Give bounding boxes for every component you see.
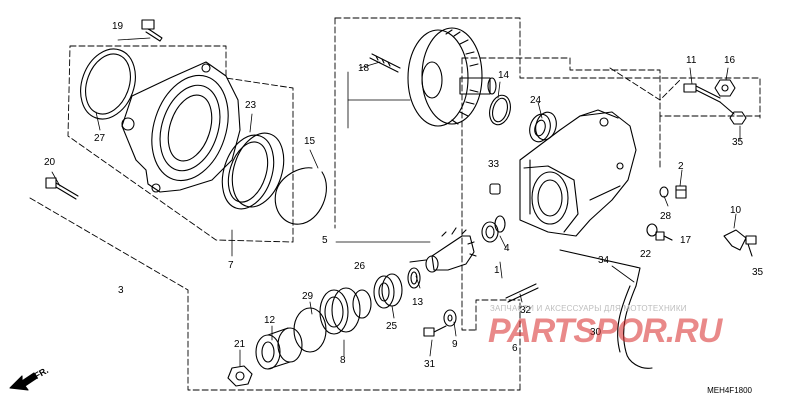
callout-26: 26: [354, 261, 366, 272]
ring-26: [407, 267, 421, 289]
callout-12: 12: [264, 315, 276, 326]
bolt-35-lower: [745, 235, 757, 257]
callout-11: 11: [686, 55, 697, 66]
callout-23: 23: [245, 100, 257, 111]
washer-28: [659, 186, 669, 198]
callout-8: 8: [340, 355, 346, 366]
callout-16: 16: [724, 55, 736, 66]
callout-3: 3: [118, 285, 124, 296]
nut-21: [227, 365, 253, 387]
pinion-gear: [409, 227, 477, 273]
bearing-25: [373, 273, 403, 309]
callout-35-lower: 35: [752, 267, 764, 278]
callout-19: 19: [112, 21, 124, 32]
seal-4: [481, 215, 506, 243]
callout-10: 10: [730, 205, 742, 216]
cap-2: [675, 185, 687, 199]
callout-30: 30: [590, 327, 602, 338]
final-gear-housing: [121, 61, 241, 193]
callout-28: 28: [660, 211, 672, 222]
nut-16: [714, 79, 736, 97]
callout-5: 5: [322, 235, 328, 246]
callout-14: 14: [498, 70, 510, 81]
bolt-20: [45, 177, 79, 200]
spacer-12: [255, 327, 303, 370]
ring-gear: [407, 27, 497, 127]
callout-9: 9: [452, 339, 458, 350]
callout-1: 1: [494, 265, 500, 276]
bolt-31: [423, 325, 447, 337]
diagram-code: MEH4F1800: [707, 386, 752, 395]
callout-6: 6: [512, 343, 518, 354]
ring-14: [489, 94, 511, 126]
callout-27: 27: [94, 133, 106, 144]
callout-15: 15: [304, 136, 316, 147]
watermark-logo: PARTSPOR.RU: [488, 312, 722, 350]
callout-31: 31: [424, 359, 436, 370]
washer-9: [443, 309, 457, 327]
bolt-17: [655, 231, 673, 241]
callout-20: 20: [44, 157, 56, 168]
clamp-10: [723, 229, 747, 251]
callout-29: 29: [302, 291, 314, 302]
leader-lines: [51, 37, 741, 367]
callout-24: 24: [530, 95, 542, 106]
callout-32: 32: [520, 305, 532, 316]
final-gear-case: [519, 109, 637, 237]
oring-29: [293, 307, 327, 353]
bolt-19: [141, 19, 163, 42]
stud-32: [505, 283, 539, 303]
callout-7: 7: [228, 260, 234, 271]
callout-33: 33: [488, 159, 500, 170]
callout-2: 2: [678, 161, 684, 172]
callout-18: 18: [358, 63, 370, 74]
breather-tube: [559, 249, 653, 369]
snap-ring-15: [274, 167, 327, 225]
bolt-35-upper: [719, 101, 747, 125]
assembly-outlines: [29, 17, 761, 391]
callout-21: 21: [234, 339, 246, 350]
callout-4: 4: [504, 243, 510, 254]
callout-34: 34: [598, 255, 610, 266]
bearing-8: [319, 287, 372, 335]
bearing-23: [221, 132, 285, 210]
stud-18: [369, 53, 401, 73]
callout-17: 17: [680, 235, 692, 246]
callout-22: 22: [640, 249, 652, 260]
front-direction-arrow: [9, 372, 38, 391]
bearing-24: [529, 111, 557, 143]
callout-25: 25: [386, 321, 398, 332]
callout-35-upper: 35: [732, 137, 744, 148]
callout-13: 13: [412, 297, 424, 308]
dowel-33: [489, 183, 501, 195]
oring-27: [80, 48, 136, 120]
watermark-tagline: ЗАПЧАСТИ И АКСЕССУАРЫ ДЛЯ МОТОТЕХНИКИ: [490, 304, 687, 313]
bolt-11: [683, 83, 721, 103]
washer-22: [646, 223, 658, 237]
